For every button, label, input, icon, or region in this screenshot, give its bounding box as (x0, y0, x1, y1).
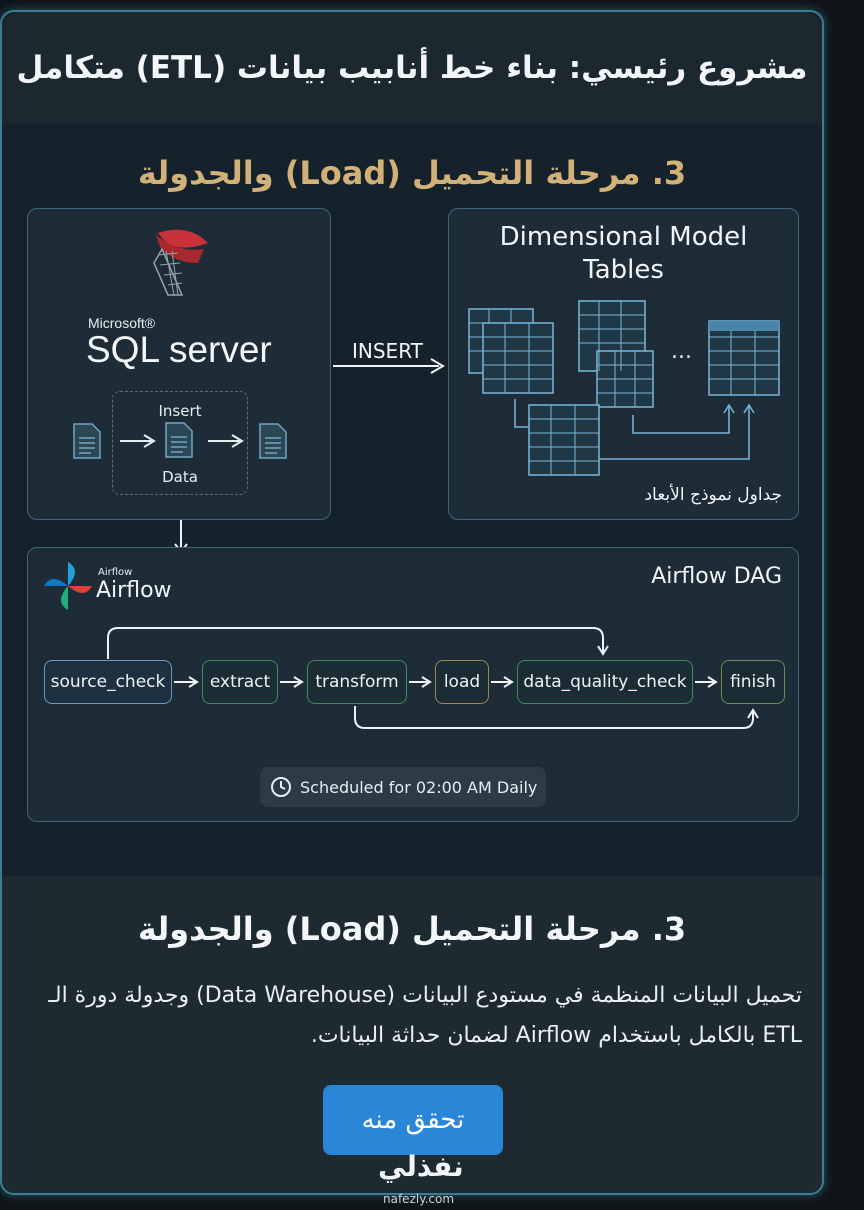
watermark-url: nafezly.com (383, 1192, 455, 1206)
dimensional-model-title: Dimensional Model Tables (449, 221, 798, 287)
document-icon (73, 423, 101, 459)
card-frame: مشروع رئيسي: بناء خط أنابيب بيانات (ETL)… (0, 10, 824, 1195)
section-heading: 3. مرحلة التحميل (Load) والجدولة (137, 154, 687, 192)
sql-server-panel: Microsoft® SQL server Insert Data (27, 208, 331, 520)
schedule-badge: Scheduled for 02:00 AM Daily (260, 767, 546, 807)
dag-node-load: load (435, 660, 489, 704)
info-section: 3. مرحلة التحميل (Load) والجدولة تحميل ا… (2, 876, 822, 1193)
dimensional-model-panel: Dimensional Model Tables (448, 208, 799, 520)
clock-icon (271, 777, 291, 797)
arrow-right-icon (120, 434, 156, 448)
dag-node-transform: transform (307, 660, 407, 704)
insert-box-top-label: Insert (158, 402, 202, 420)
insert-arrow (333, 358, 445, 374)
header-bar: مشروع رئيسي: بناء خط أنابيب بيانات (ETL)… (2, 12, 822, 124)
insert-arrow-label: INSERT (352, 339, 423, 363)
more-tables-ellipsis: ... (671, 339, 692, 364)
dimensional-model-title-line2: Tables (583, 255, 664, 285)
dag-connectors (107, 627, 759, 729)
sql-server-label: SQL server (86, 329, 272, 370)
dimensional-model-title-line1: Dimensional Model (499, 222, 748, 252)
dag-node-data-quality-check: data_quality_check (517, 660, 693, 704)
document-icon (165, 422, 193, 458)
watermark-logo: نفذلي (378, 1150, 464, 1183)
dag-title: Airflow DAG (651, 564, 782, 589)
info-heading: 3. مرحلة التحميل (Load) والجدولة (137, 910, 687, 948)
info-description: تحميل البيانات المنظمة في مستودع البيانا… (48, 983, 802, 1048)
airflow-logo-label: Airflow (96, 578, 172, 603)
document-icon (259, 423, 287, 459)
dag-node-finish: finish (721, 660, 785, 704)
microsoft-label: Microsoft® (88, 315, 156, 331)
schedule-text: Scheduled for 02:00 AM Daily (300, 777, 538, 797)
insert-box-bottom-label: Data (162, 468, 198, 486)
insert-data-box: Insert Data (112, 391, 248, 495)
dimensional-model-caption: جداول نموذج الأبعاد (644, 485, 782, 505)
check-it-button[interactable]: تحقق منه (323, 1085, 503, 1155)
dimension-tables-graphic (468, 300, 780, 476)
dag-node-extract: extract (202, 660, 278, 704)
airflow-logo-small-label: Airflow (98, 567, 133, 578)
dag-node-source-check: source_check (44, 660, 172, 704)
airflow-dag-panel: Airflow Airflow Airflow DAG source_check… (27, 547, 799, 822)
airflow-logo-icon (44, 562, 92, 610)
sql-server-logo-icon (153, 229, 208, 296)
arrow-right-icon (208, 434, 244, 448)
page-title: مشروع رئيسي: بناء خط أنابيب بيانات (ETL)… (16, 50, 808, 86)
diagram-area: 3. مرحلة التحميل (Load) والجدولة Microso… (2, 124, 822, 876)
